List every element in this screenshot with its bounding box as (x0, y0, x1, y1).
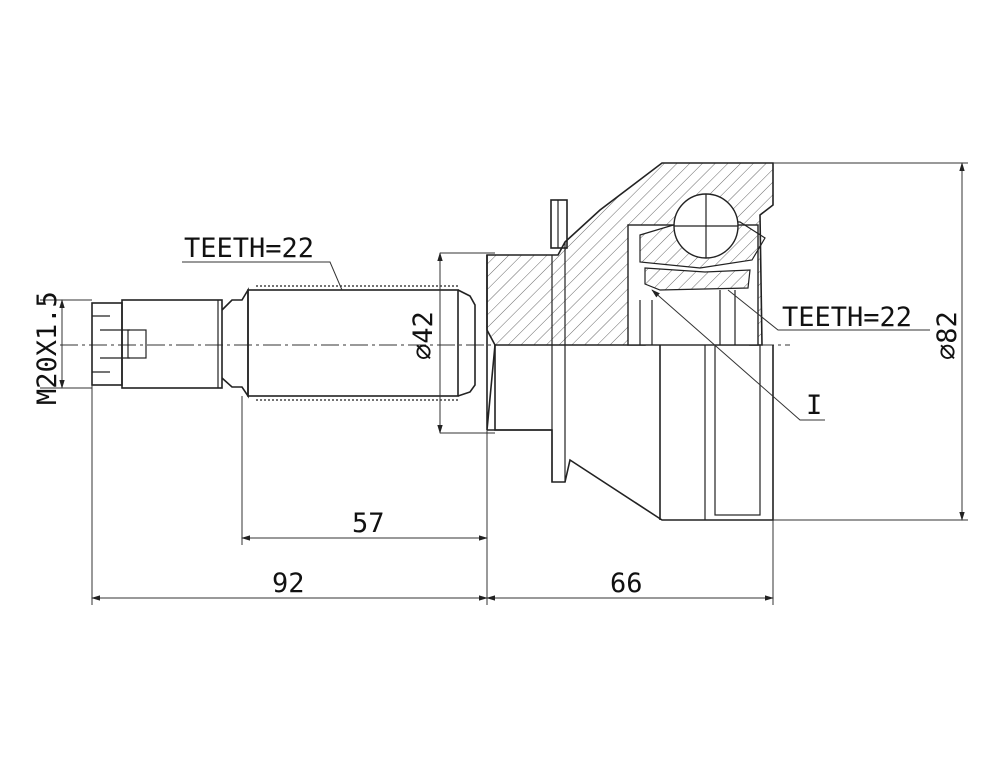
shaft-neck (221, 287, 249, 399)
dia-82-label: ⌀82 (932, 311, 963, 360)
dim-66-label: 66 (610, 568, 643, 599)
extension-lines (40, 162, 968, 605)
leader-lines (182, 261, 930, 421)
teeth-shaft-label: TEETH=22 (184, 233, 314, 264)
detail-ref-label: I (806, 390, 822, 421)
dimension-lines (59, 162, 965, 601)
dim-57-label: 57 (352, 508, 385, 539)
inner-race (627, 193, 766, 346)
dia-42-label: ⌀42 (408, 311, 439, 360)
thread-label: M20X1.5 (32, 291, 63, 405)
dim-92-label: 92 (272, 568, 305, 599)
teeth-inner-label: TEETH=22 (782, 302, 912, 333)
threaded-end (91, 299, 223, 389)
splined-shaft (247, 285, 476, 401)
